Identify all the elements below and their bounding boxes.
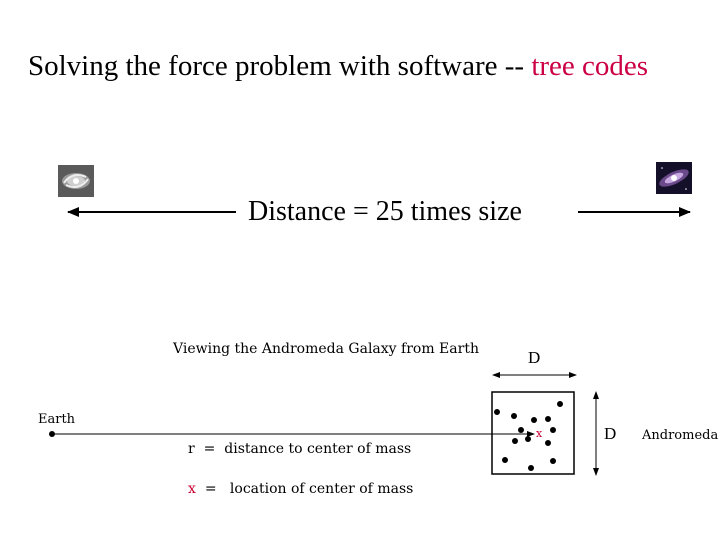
viewing-label: Viewing the Andromeda Galaxy from Earth bbox=[173, 341, 479, 357]
legend-r-symbol: r bbox=[188, 441, 195, 457]
legend-x: x = location of center of mass bbox=[188, 481, 413, 497]
star-point bbox=[545, 416, 551, 422]
title-main: Solving the force problem with software … bbox=[28, 50, 532, 82]
d-vertical-label: D bbox=[604, 424, 617, 443]
star-point bbox=[528, 465, 534, 471]
legend-r: r = distance to center of mass bbox=[188, 441, 411, 457]
distance-label: Distance = 25 times size bbox=[248, 196, 522, 228]
milky-way-galaxy-image bbox=[58, 165, 94, 197]
star-point bbox=[550, 458, 556, 464]
star-point bbox=[531, 417, 537, 423]
title-accent: tree codes bbox=[531, 50, 649, 82]
star-point bbox=[512, 438, 518, 444]
star-point bbox=[494, 409, 500, 415]
star-point bbox=[525, 436, 531, 442]
legend-x-equals: = bbox=[204, 481, 217, 497]
andromeda-box bbox=[491, 391, 575, 475]
legend-r-text: distance to center of mass bbox=[224, 441, 412, 457]
d-horizontal-label: D bbox=[528, 348, 541, 367]
star-point bbox=[502, 457, 508, 463]
star-points bbox=[494, 401, 563, 471]
star-point bbox=[545, 440, 551, 446]
legend-x-text: location of center of mass bbox=[229, 481, 414, 497]
earth-label: Earth bbox=[38, 412, 76, 427]
star-point bbox=[511, 413, 517, 419]
star-point bbox=[550, 427, 556, 433]
earth-point bbox=[49, 431, 55, 437]
slide-title: Solving the force problem with software … bbox=[28, 50, 648, 83]
star-point bbox=[557, 401, 563, 407]
star-point bbox=[518, 427, 524, 433]
andromeda-label: Andromeda bbox=[642, 428, 719, 443]
andromeda-galaxy-image bbox=[656, 162, 692, 194]
legend-r-equals: = bbox=[203, 441, 216, 457]
center-of-mass-mark: x bbox=[536, 427, 543, 440]
legend-x-symbol: x bbox=[188, 481, 196, 497]
